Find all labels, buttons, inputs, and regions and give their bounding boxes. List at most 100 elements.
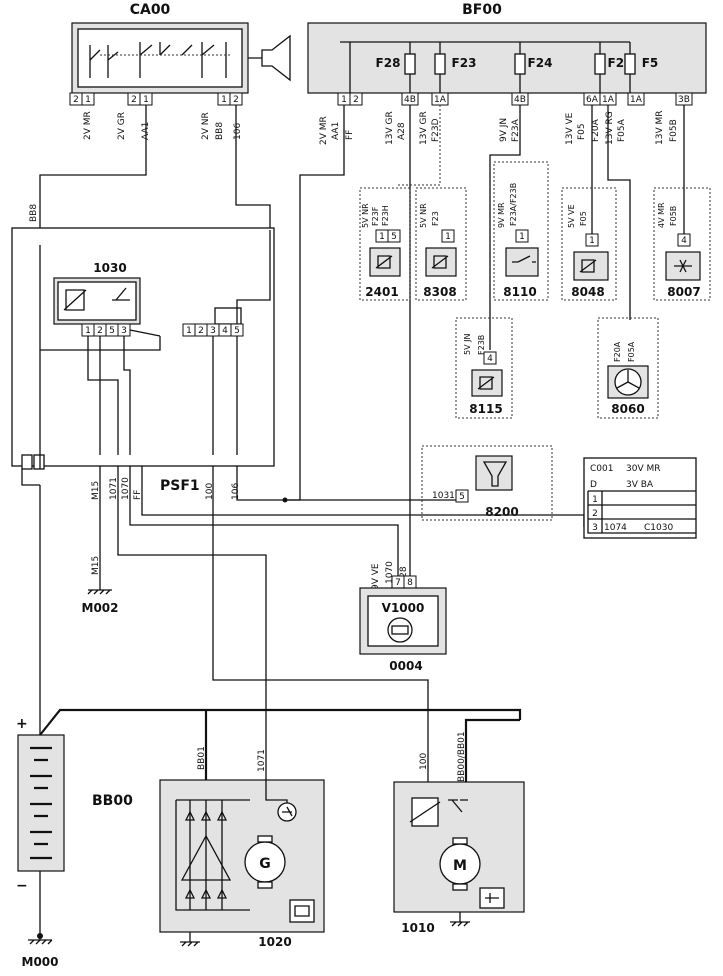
svg-text:1: 1 (592, 495, 598, 505)
ca00-switch-a (89, 45, 119, 78)
svg-text:6A: 6A (586, 95, 599, 105)
fuse-f24: F24 (528, 56, 553, 70)
svg-text:A28: A28 (399, 566, 409, 584)
module-8048: 5V VE F05 1 8048 (561, 187, 617, 301)
svg-text:G: G (259, 856, 271, 872)
svg-text:1070: 1070 (385, 561, 395, 584)
svg-text:1071: 1071 (257, 749, 267, 772)
c001-connector: C001 30V MR D 3V BA 1 2 3 1074 C1030 (583, 457, 697, 539)
relay-icon (477, 376, 495, 390)
svg-text:1A: 1A (602, 95, 615, 105)
module-8110: 9V MR F23A/F23B 1 8110 (493, 161, 549, 301)
svg-text:1074: 1074 (604, 523, 627, 533)
svg-text:1: 1 (143, 95, 149, 105)
svg-text:C1030: C1030 (644, 523, 673, 533)
fuse-f5: F5 (642, 56, 659, 70)
wire-aa1-ca00 (39, 105, 147, 245)
heater-icon (674, 259, 692, 273)
svg-text:M15: M15 (91, 481, 101, 500)
svg-text:M15: M15 (91, 556, 101, 575)
svg-text:F23: F23 (431, 211, 440, 226)
psf1-internal-c (123, 336, 131, 455)
svg-text:1020: 1020 (258, 935, 291, 949)
svg-text:F23B: F23B (477, 335, 486, 355)
svg-text:8115: 8115 (469, 402, 502, 416)
svg-text:8308: 8308 (423, 285, 456, 299)
svg-text:5V NR: 5V NR (361, 203, 370, 228)
relay-1030-label: 1030 (93, 261, 126, 275)
svg-text:5: 5 (109, 326, 115, 336)
bf00-component: BF00 F28 F23 F24 F20 F5 1 2 4B 1A 4B 6A … (307, 2, 707, 145)
svg-text:BB8: BB8 (29, 204, 39, 222)
svg-text:F23A/F23B: F23A/F23B (509, 183, 518, 226)
diodes-icon (184, 810, 228, 899)
svg-text:3V BA: 3V BA (626, 480, 654, 490)
svg-text:5: 5 (391, 232, 397, 242)
svg-text:13V VE: 13V VE (565, 112, 575, 145)
starter-1010: 100 BB00/BB01 M 1010 (393, 712, 525, 935)
svg-text:8: 8 (407, 578, 413, 588)
svg-text:8048: 8048 (571, 285, 604, 299)
svg-text:F05: F05 (579, 211, 588, 226)
svg-text:A28: A28 (397, 122, 407, 140)
battery-gauge-icon (387, 617, 413, 643)
svg-text:1070: 1070 (121, 477, 131, 500)
svg-text:F23H: F23H (381, 205, 390, 226)
bf00-box (307, 22, 707, 94)
module-8007: 4V MR F05B 4 8007 (653, 187, 711, 301)
relay-icon (431, 255, 449, 269)
wire-f23a (489, 105, 521, 350)
svg-text:100: 100 (205, 483, 215, 500)
w106-label-top: 106 (233, 123, 243, 140)
svg-text:BB01: BB01 (197, 746, 207, 770)
svg-text:F05: F05 (577, 123, 587, 140)
ca00-conn-a-label: 2V MR (83, 111, 93, 140)
ca00-label: CA00 (130, 2, 171, 18)
svg-text:1: 1 (589, 236, 595, 246)
bf00-label: BF00 (462, 2, 502, 18)
svg-text:8200: 8200 (485, 505, 518, 519)
svg-text:1010: 1010 (401, 921, 434, 935)
svg-text:1: 1 (379, 232, 385, 242)
battery-bb00: + − BB00 M000 (16, 708, 522, 969)
wire-ff-bf00 (285, 105, 345, 501)
svg-text:4B: 4B (514, 95, 526, 105)
svg-text:5V NR: 5V NR (419, 203, 428, 228)
svg-text:2V MR: 2V MR (319, 116, 329, 145)
svg-text:D: D (590, 480, 597, 490)
svg-text:8060: 8060 (611, 402, 644, 416)
fuse-f23: F23 (452, 56, 477, 70)
relay-icon (375, 255, 393, 269)
wire-battery-positive (39, 708, 522, 736)
svg-text:M: M (453, 858, 467, 874)
wire-1070 (129, 466, 399, 590)
battery-cells-icon (30, 746, 52, 860)
svg-text:F05A: F05A (627, 341, 636, 362)
svg-text:BB00: BB00 (92, 793, 133, 809)
svg-text:100: 100 (419, 753, 429, 770)
svg-text:1: 1 (341, 95, 347, 105)
ca00-component: CA00 2 1 2 1 1 2 2V MR 2V GR AA1 2V NR B… (69, 2, 291, 140)
svg-text:−: − (16, 878, 28, 894)
psf1-label: PSF1 (160, 478, 200, 494)
ca00-switch-b (139, 42, 227, 78)
module-8115: 5V JN F23B 4 8115 (455, 317, 513, 419)
svg-text:3: 3 (121, 326, 127, 336)
svg-text:F05A: F05A (617, 118, 627, 142)
svg-text:F23A: F23A (511, 118, 521, 142)
wire-f23d-dotted (398, 105, 441, 186)
relay-icon (579, 259, 597, 273)
svg-text:1A: 1A (434, 95, 447, 105)
fuse-f28: F28 (376, 56, 401, 70)
module-8308: 5V NR F23 1 8308 (415, 187, 467, 301)
svg-text:1: 1 (445, 232, 451, 242)
svg-text:V1000: V1000 (382, 601, 425, 615)
svg-text:BB00/BB01: BB00/BB01 (457, 731, 467, 782)
svg-text:8110: 8110 (503, 285, 536, 299)
svg-text:2: 2 (592, 509, 598, 519)
module-2401: 5V NR F23F F23H 1 5 2401 (359, 187, 411, 301)
svg-text:2: 2 (198, 326, 204, 336)
svg-text:4: 4 (487, 354, 493, 364)
svg-text:1: 1 (221, 95, 227, 105)
